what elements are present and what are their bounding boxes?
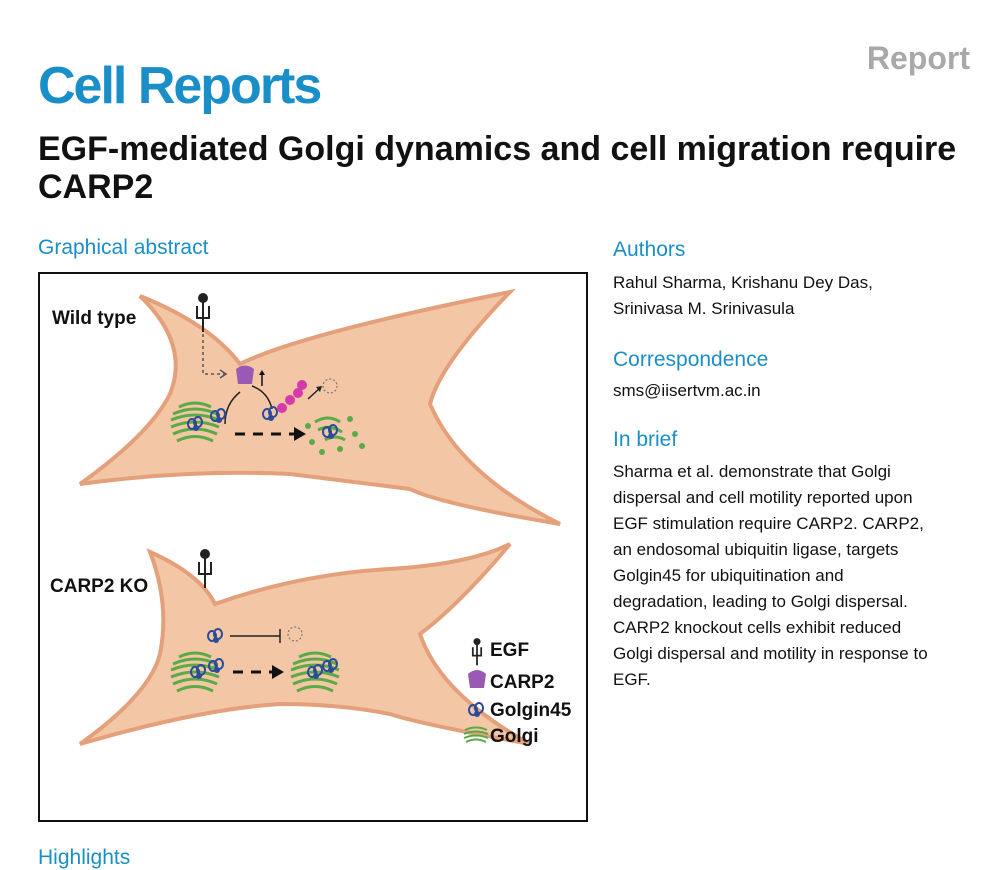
in-brief-line: EGF. [613,670,651,689]
legend-egf-icon [471,638,483,666]
correspondence-heading: Correspondence [613,348,769,371]
article-type-label: Report [866,40,970,76]
legend-golgi: Golgi [490,726,539,747]
journal-name: Cell Reports [38,57,322,115]
in-brief-line: Golgi dispersal and motility in response… [613,644,928,663]
in-brief-line: Sharma et al. demonstrate that Golgi [613,462,891,481]
authors-line-1: Rahul Sharma, Krishanu Dey Das, [613,273,873,292]
in-brief-line: degradation, leading to Golgi dispersal. [613,592,908,611]
highlights-heading: Highlights [38,846,131,869]
graphical-abstract-heading: Graphical abstract [38,236,209,259]
in-brief-line: an endosomal ubiquitin ligase, targets [613,540,899,559]
in-brief-line: dispersal and cell motility reported upo… [613,488,913,507]
degraded-golgin-icon [322,378,338,394]
graphical-abstract: Wild type CARP2 KO [38,272,588,822]
authors-heading: Authors [613,238,686,261]
authors-line-2: Srinivasa M. Srinivasula [613,299,795,318]
correspondence-email[interactable]: sms@iisertvm.ac.in [613,381,761,400]
legend-carp2-icon [468,670,486,688]
legend-golgi-icon [463,726,489,743]
in-brief-line: EGF stimulation require CARP2. CARP2, [613,514,924,533]
signal-arrow [202,334,225,375]
ubiquitin-icon [277,403,287,413]
legend-golgin45: Golgin45 [490,700,572,721]
in-brief-text: Sharma et al. demonstrate that Golgi dis… [613,459,983,693]
carp2-ko-cell [78,542,531,746]
carp2-ko-label: CARP2 KO [50,576,148,597]
dispersed-golgi [305,416,365,455]
legend-egf: EGF [490,640,529,661]
wild-type-cell [78,288,561,526]
graphical-abstract-figure: Wild type CARP2 KO [50,288,572,747]
in-brief-heading: In brief [613,428,678,451]
wild-type-label: Wild type [52,308,136,329]
article-title: EGF-mediated Golgi dynamics and cell mig… [38,130,957,206]
in-brief-line: CARP2 knockout cells exhibit reduced [613,618,902,637]
in-brief-line: Golgin45 for ubiquitination and [613,566,844,585]
legend: EGF CARP2 Golgin45 Golgi [463,638,572,747]
legend-carp2: CARP2 [490,672,554,693]
carp2-icon [236,365,254,384]
